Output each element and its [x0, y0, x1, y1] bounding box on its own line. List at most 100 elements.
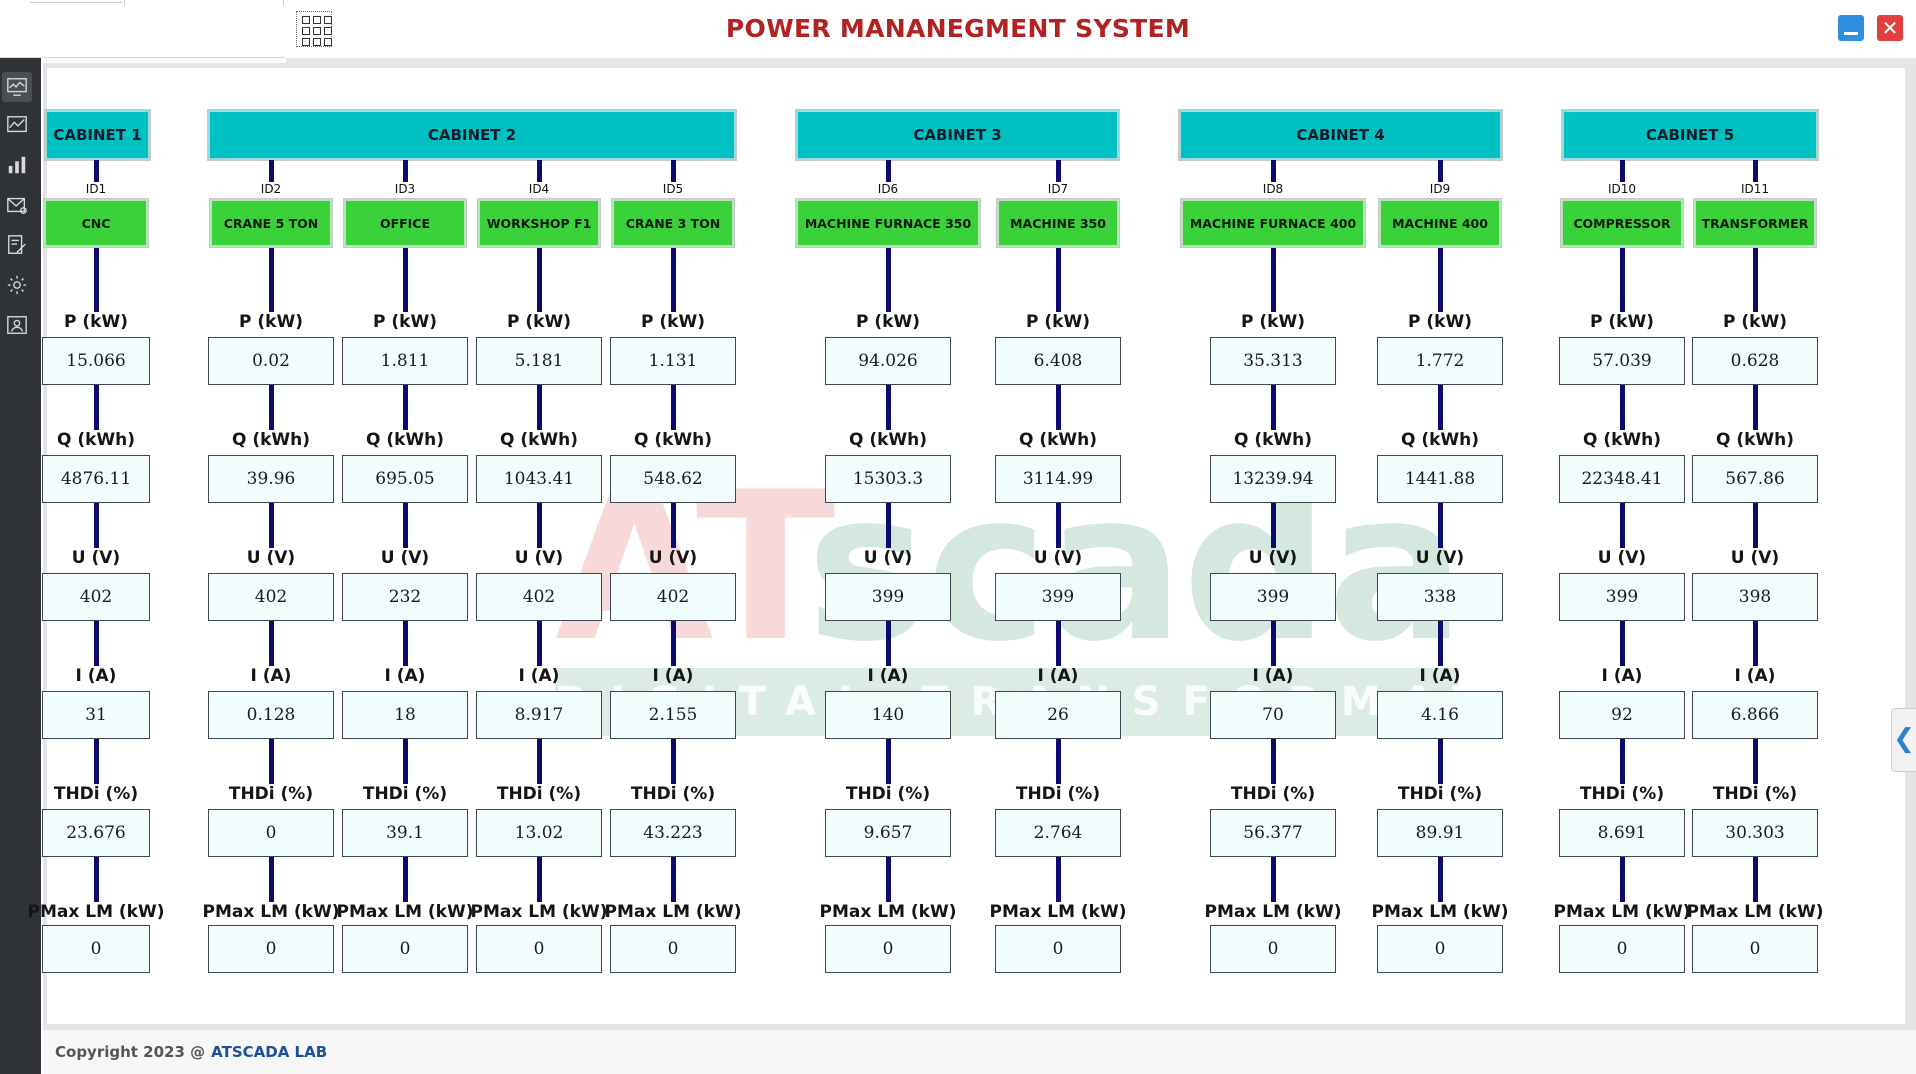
connector-line	[403, 621, 408, 666]
device-button[interactable]: MACHINE FURNACE 400	[1180, 198, 1366, 248]
metric-value: 4876.11	[42, 455, 150, 503]
metric-label: I (A)	[652, 666, 694, 686]
connector-line	[1056, 247, 1061, 312]
trend-chart-icon[interactable]	[4, 112, 30, 138]
user-account-icon[interactable]	[4, 312, 30, 338]
metric-label: P (kW)	[1026, 312, 1090, 332]
report-edit-icon[interactable]	[4, 232, 30, 258]
device-button[interactable]: CRANE 5 TON	[209, 198, 333, 248]
device-id: ID3	[394, 182, 416, 196]
cabinet-header: CABINET 3	[795, 109, 1120, 161]
metric-value: 402	[476, 573, 602, 621]
device-button[interactable]: TRANSFORMER	[1693, 198, 1817, 248]
device-button[interactable]: MACHINE 350	[996, 198, 1120, 248]
device-button[interactable]: CRANE 3 TON	[611, 198, 735, 248]
metric-value: 0	[610, 925, 736, 973]
metric-value: 1.811	[342, 337, 468, 385]
metric-label: I (A)	[1601, 666, 1643, 686]
connector-line	[1620, 857, 1625, 902]
metric-label: Q (kWh)	[1582, 430, 1662, 450]
metric-label: I (A)	[1734, 666, 1776, 686]
metric-label: P (kW)	[1723, 312, 1787, 332]
metric-label: Q (kWh)	[231, 430, 311, 450]
chevron-left-icon[interactable]: ❮	[1891, 708, 1916, 772]
metric-label: THDi (%)	[845, 784, 931, 804]
connector-line	[537, 503, 542, 548]
grid-icon[interactable]	[296, 11, 332, 47]
metric-label: I (A)	[1419, 666, 1461, 686]
metric-value: 9.657	[825, 809, 951, 857]
connector-line	[671, 739, 676, 784]
metric-label: PMax LM (kW)	[604, 902, 742, 922]
device-id: ID8	[1262, 182, 1284, 196]
metric-value: 15.066	[42, 337, 150, 385]
connector-line	[94, 857, 99, 902]
metric-value: 70	[1210, 691, 1336, 739]
settings-gear-icon[interactable]	[4, 272, 30, 298]
connector-line	[1438, 247, 1443, 312]
metric-label: P (kW)	[64, 312, 128, 332]
metric-label: P (kW)	[1590, 312, 1654, 332]
power-diagram: ATscada DIGITAL TRANSFORMATION CABINET 1…	[28, 68, 1905, 1024]
metric-label: PMax LM (kW)	[470, 902, 608, 922]
alarm-mail-icon[interactable]	[4, 192, 30, 218]
device-id: ID10	[1607, 182, 1637, 196]
metric-label: Q (kWh)	[1233, 430, 1313, 450]
metric-label: I (A)	[250, 666, 292, 686]
connector-line	[1438, 739, 1443, 784]
metric-label: U (V)	[1415, 548, 1465, 568]
metric-label: P (kW)	[1408, 312, 1472, 332]
metric-value: 26	[995, 691, 1121, 739]
minimize-icon[interactable]	[1838, 15, 1864, 41]
connector-line	[1620, 503, 1625, 548]
device-button[interactable]: COMPRESSOR	[1560, 198, 1684, 248]
bar-chart-icon[interactable]	[4, 152, 30, 178]
device-id: ID9	[1429, 182, 1451, 196]
connector-line	[537, 739, 542, 784]
monitor-dashboard-icon[interactable]	[2, 72, 32, 102]
device-button[interactable]: MACHINE FURNACE 350	[795, 198, 981, 248]
close-icon[interactable]: ✕	[1877, 15, 1903, 41]
metric-value: 1441.88	[1377, 455, 1503, 503]
metric-value: 0	[42, 925, 150, 973]
metric-label: THDi (%)	[362, 784, 448, 804]
connector-line	[1271, 739, 1276, 784]
connector-line	[1056, 385, 1061, 430]
connector-line	[1620, 739, 1625, 784]
metric-value: 0	[825, 925, 951, 973]
metric-label: Q (kWh)	[848, 430, 928, 450]
connector-line	[269, 621, 274, 666]
connector-line	[403, 385, 408, 430]
metric-label: THDi (%)	[1712, 784, 1798, 804]
connector-line	[1620, 247, 1625, 312]
metric-label: U (V)	[380, 548, 430, 568]
metric-value: 8.691	[1559, 809, 1685, 857]
device-button[interactable]: MACHINE 400	[1378, 198, 1502, 248]
metric-value: 0	[342, 925, 468, 973]
device-button[interactable]: CNC	[43, 198, 149, 248]
device-button[interactable]: WORKSHOP F1	[477, 198, 601, 248]
app-title: POWER MANANEGMENT SYSTEM	[725, 14, 1191, 43]
metric-value: 35.313	[1210, 337, 1336, 385]
metric-value: 1.131	[610, 337, 736, 385]
connector-line	[269, 385, 274, 430]
device-id: ID7	[1047, 182, 1069, 196]
metric-value: 0.02	[208, 337, 334, 385]
connector-line	[94, 385, 99, 430]
connector-line	[269, 503, 274, 548]
metric-label: THDi (%)	[53, 784, 139, 804]
metric-value: 1.772	[1377, 337, 1503, 385]
metric-value: 30.303	[1692, 809, 1818, 857]
metric-label: U (V)	[1033, 548, 1083, 568]
connector-line	[886, 385, 891, 430]
connector-line	[671, 385, 676, 430]
metric-value: 0.628	[1692, 337, 1818, 385]
atscada-lab-link[interactable]: ATSCADA LAB	[211, 1043, 328, 1061]
connector-line	[1753, 503, 1758, 548]
metric-value: 0	[1210, 925, 1336, 973]
metric-label: P (kW)	[641, 312, 705, 332]
device-button[interactable]: OFFICE	[343, 198, 467, 248]
